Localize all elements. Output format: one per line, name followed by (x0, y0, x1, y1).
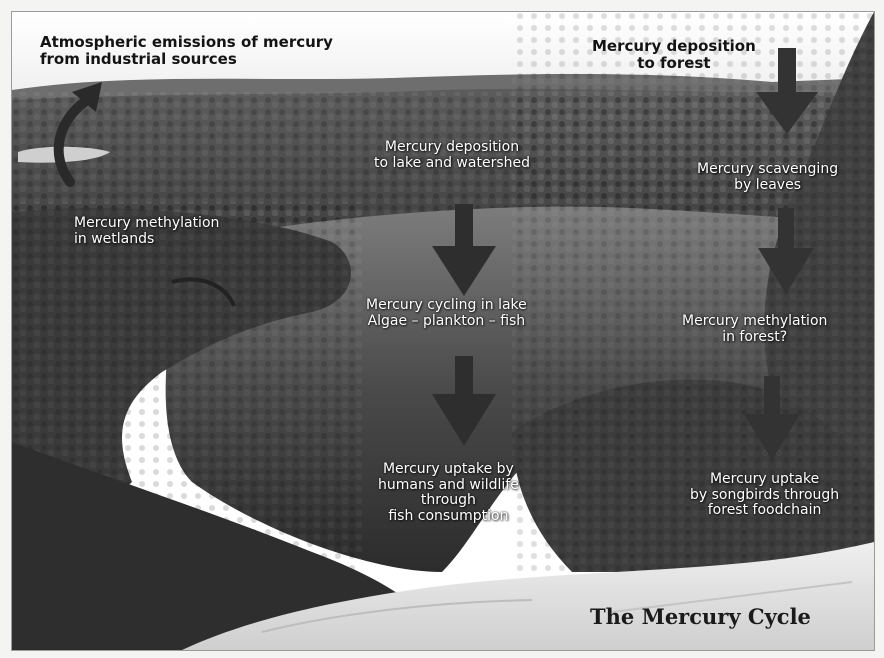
label-line: Mercury deposition (592, 38, 756, 55)
cycling-arrow-shaft (455, 356, 473, 396)
methylation-forest-arrow-shaft (764, 376, 780, 416)
label-line: Atmospheric emissions of mercury (40, 34, 333, 51)
deposition-forest-arrow-shaft (778, 48, 796, 94)
label-line: from industrial sources (40, 51, 333, 68)
deposition-lake-arrow-shaft (455, 204, 473, 248)
label-deposition-lake: Mercury deposition to lake and watershed (374, 140, 530, 171)
label-atmospheric-emissions: Atmospheric emissions of mercury from in… (40, 34, 333, 68)
label-line: Mercury methylation (74, 216, 219, 232)
label-line: fish consumption (378, 509, 519, 525)
label-line: through (378, 493, 519, 509)
label-methylation-forest: Mercury methylation in forest? (682, 314, 827, 345)
label-line: by leaves (697, 178, 838, 194)
label-line: in forest? (682, 330, 827, 346)
label-line: by songbirds through (690, 488, 839, 504)
label-line: in wetlands (74, 232, 219, 248)
label-line: Mercury cycling in lake (366, 298, 527, 314)
label-line: to forest (592, 55, 756, 72)
diagram-title: The Mercury Cycle (590, 604, 811, 629)
label-line: Mercury uptake by (378, 462, 519, 478)
label-cycling-lake: Mercury cycling in lake Algae – plankton… (366, 298, 527, 329)
label-scavenging: Mercury scavenging by leaves (697, 162, 838, 193)
label-uptake-humans: Mercury uptake by humans and wildlife th… (378, 462, 519, 525)
label-line: to lake and watershed (374, 156, 530, 172)
label-line: Mercury uptake (690, 472, 839, 488)
label-line: Algae – plankton – fish (366, 314, 527, 330)
label-deposition-forest: Mercury deposition to forest (592, 38, 756, 72)
label-line: Mercury methylation (682, 314, 827, 330)
label-uptake-songbirds: Mercury uptake by songbirds through fore… (690, 472, 839, 519)
label-line: humans and wildlife (378, 478, 519, 494)
diagram-frame: Atmospheric emissions of mercury from in… (11, 11, 875, 651)
label-methylation-wetlands: Mercury methylation in wetlands (74, 216, 219, 247)
scavenging-arrow-shaft (778, 208, 794, 252)
label-line: Mercury scavenging (697, 162, 838, 178)
label-line: forest foodchain (690, 503, 839, 519)
label-line: Mercury deposition (374, 140, 530, 156)
